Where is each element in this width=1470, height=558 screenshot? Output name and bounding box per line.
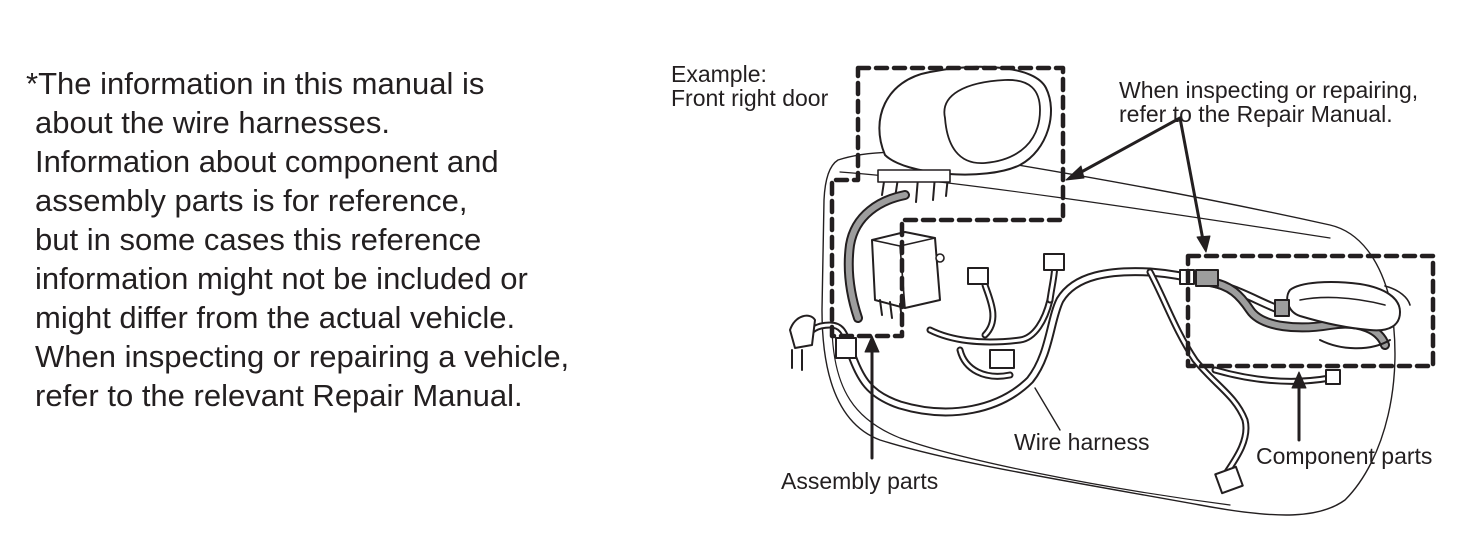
connector-3 xyxy=(989,349,1015,369)
note-line-7: might differ from the actual vehicle. xyxy=(35,300,516,335)
example-label: Example: Front right door xyxy=(671,62,828,110)
repair-note-line-1: When inspecting or repairing, xyxy=(1119,77,1419,103)
arrow-to-mirror-box xyxy=(1072,116,1182,178)
wire-harness-leader xyxy=(1034,387,1061,431)
repair-note-line-2: refer to the Repair Manual. xyxy=(1119,101,1393,127)
component-parts-label: Component parts xyxy=(1256,443,1433,469)
note-line-3: Information about component and xyxy=(35,144,499,179)
door-panel-outline xyxy=(821,151,1396,516)
leader-arrows xyxy=(864,116,1307,460)
highlight-boxes xyxy=(829,65,1436,369)
wire-harness-label: Wire harness xyxy=(1014,429,1150,455)
door-inner-line xyxy=(831,329,1231,506)
mirror-highlight-box xyxy=(829,65,1066,339)
repair-note-label: When inspecting or repairing, refer to t… xyxy=(1119,78,1418,126)
example-label-line-1: Example: xyxy=(671,61,767,87)
side-mirror xyxy=(877,65,1052,203)
note-line-5: but in some cases this reference xyxy=(35,222,482,257)
arrow-to-component-box xyxy=(1178,116,1205,242)
connector-8 xyxy=(789,314,816,349)
door-handle-component xyxy=(1274,281,1411,350)
connector-4 xyxy=(1214,465,1244,495)
note-line-2: about the wire harnesses. xyxy=(35,105,390,140)
assembly-module xyxy=(871,231,945,321)
assembly-parts-label: Assembly parts xyxy=(781,468,939,494)
example-label-line-2: Front right door xyxy=(671,85,829,111)
component-highlight-box xyxy=(1185,253,1436,369)
connector-5 xyxy=(1325,369,1341,385)
connector-7 xyxy=(835,337,857,359)
component-connector-gray xyxy=(1195,269,1219,287)
connector-2 xyxy=(1043,253,1065,271)
note-line-6: information might not be included or xyxy=(35,261,528,296)
manual-note: *The information in this manual is about… xyxy=(26,64,646,415)
note-line-9: refer to the relevant Repair Manual. xyxy=(35,378,523,413)
note-line-4: assembly parts is for reference, xyxy=(35,183,468,218)
note-line-8: When inspecting or repairing a vehicle, xyxy=(35,339,570,374)
connector-1 xyxy=(967,267,989,285)
note-line-1: *The information in this manual is xyxy=(26,66,485,101)
